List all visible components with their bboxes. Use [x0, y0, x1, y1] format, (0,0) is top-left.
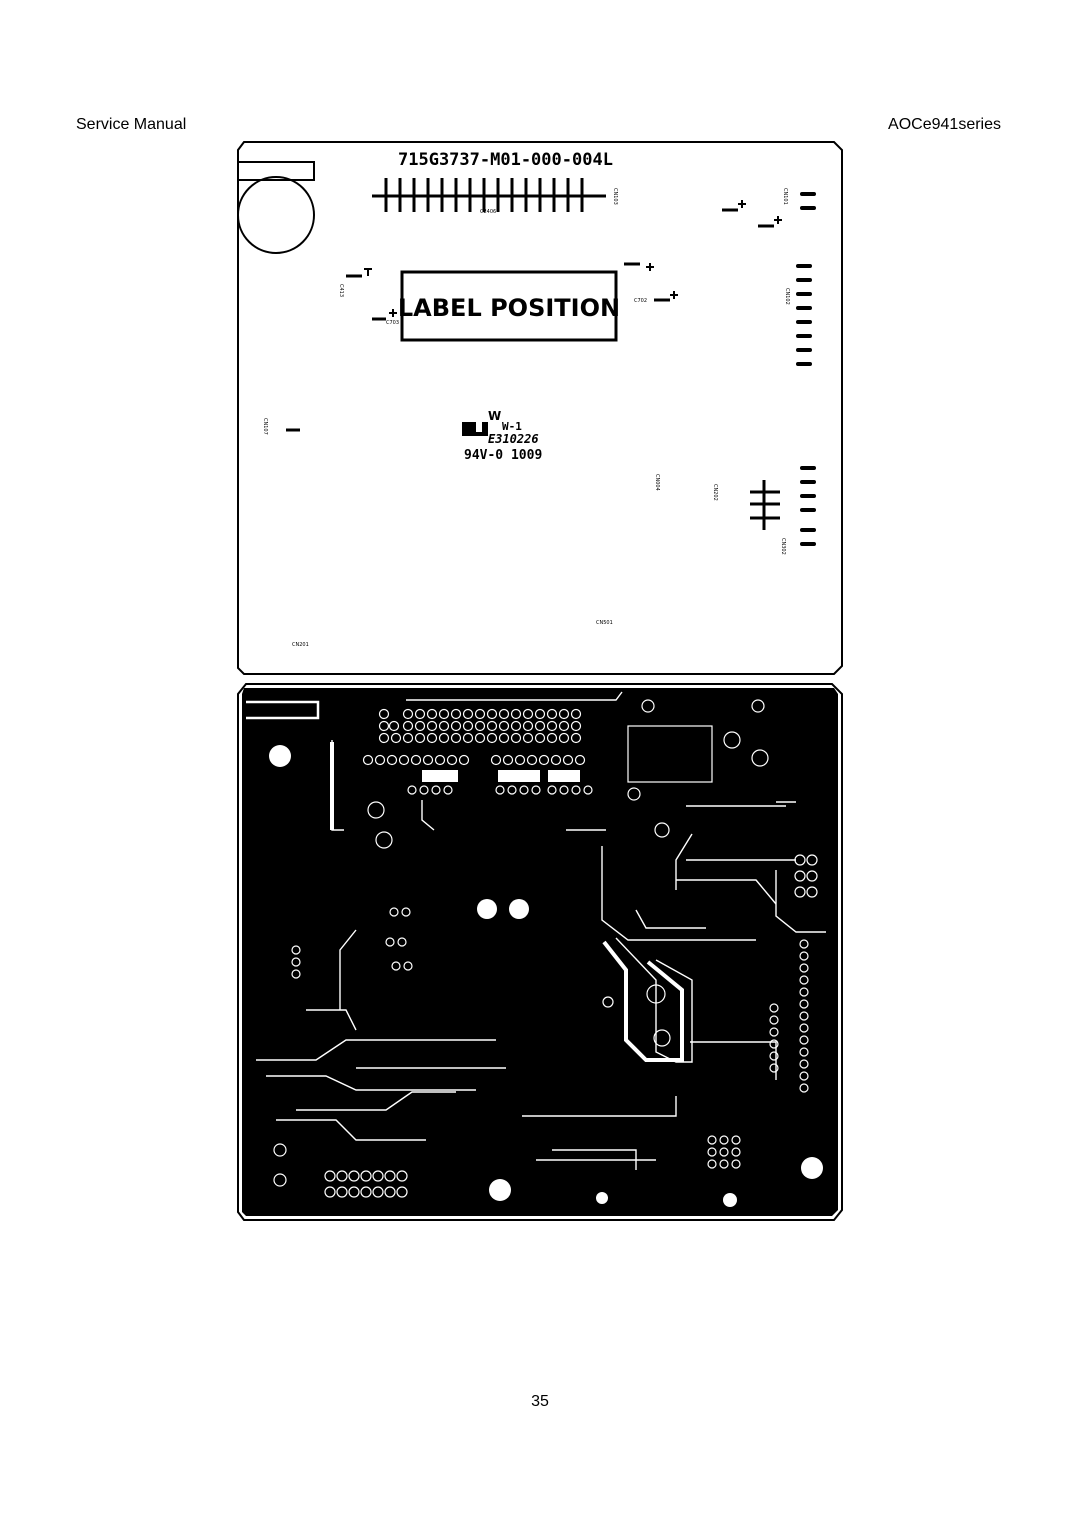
refdes-cn107: CN107 — [262, 418, 268, 435]
flammability-rating: 94V-0 1009 — [464, 448, 542, 463]
pin-column-right — [796, 192, 816, 546]
pcb-copper-layer — [237, 683, 843, 1221]
component-bars — [750, 480, 780, 530]
ic-footprint — [627, 725, 713, 783]
ul-logo: W — [462, 409, 501, 436]
highlight-pads — [422, 770, 580, 782]
refdes-cn103: CN103 — [612, 188, 618, 205]
refdes-c413: C413 — [338, 284, 344, 297]
refdes-cn201: CN201 — [292, 642, 309, 648]
copper-traces — [256, 691, 826, 1170]
refdes-cn004: CN004 — [654, 474, 660, 491]
svg-text:W: W — [488, 409, 501, 423]
pcb-silkscreen-layout: 715G3737-M01-000-004L C2406 CN103 LABEL … — [237, 141, 843, 675]
refdes-cn101: CN101 — [782, 188, 788, 205]
ul-mark: W-1 — [502, 420, 522, 433]
capacitor-marks — [286, 200, 782, 432]
header-right-model: AOCe941series — [888, 116, 1001, 133]
page-number: 35 — [531, 1393, 549, 1410]
refdes-cn102: CN102 — [784, 288, 790, 305]
ul-file-number: E310226 — [488, 432, 539, 446]
refdes-c702: C702 — [634, 298, 647, 304]
header-left-title: Service Manual — [76, 116, 187, 133]
copper-trace-thick — [330, 742, 684, 1062]
part-number: 715G3737-M01-000-004L — [398, 150, 613, 170]
refdes-cn202: CN202 — [712, 484, 718, 501]
mounting-holes — [269, 745, 823, 1207]
refdes-c2406: C2406 — [480, 209, 496, 215]
refdes-cn302: CN302 — [780, 538, 786, 555]
label-position-text: LABEL POSITION — [398, 294, 620, 322]
refdes-cn501: CN501 — [596, 620, 613, 626]
pin-header-top — [372, 178, 606, 212]
label-position-box — [400, 270, 618, 342]
refdes-c703: C703 — [386, 320, 399, 326]
via-pads — [273, 699, 818, 1198]
